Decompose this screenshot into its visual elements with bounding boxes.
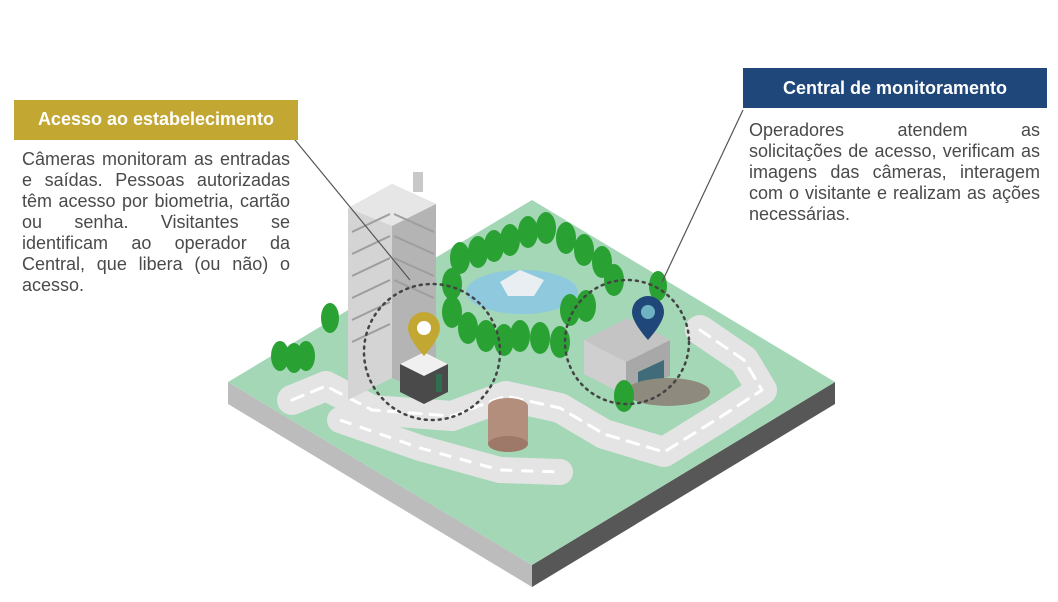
trees bbox=[271, 212, 667, 412]
access-title-label: Acesso ao estabelecimento bbox=[14, 100, 298, 140]
gatehouse-roof bbox=[400, 352, 448, 376]
tower-left-face bbox=[348, 184, 392, 400]
road-lower-dash bbox=[339, 418, 561, 474]
tower-roof bbox=[348, 184, 436, 226]
tower-antenna bbox=[413, 172, 423, 192]
ground-side-left bbox=[228, 382, 532, 587]
central-coverage-circle bbox=[563, 278, 691, 406]
central-title-label: Central de monitoramento bbox=[743, 68, 1047, 108]
access-leader-line bbox=[294, 139, 411, 281]
ground-side-right bbox=[532, 382, 835, 587]
central-leader-line bbox=[661, 109, 744, 283]
access-coverage-circle bbox=[362, 282, 502, 422]
silo-bottom bbox=[488, 436, 528, 452]
central-left-face bbox=[584, 340, 626, 396]
map-pin-icon bbox=[408, 312, 440, 356]
access-description: Câmeras monitoram as entradas e saídas. … bbox=[22, 149, 290, 295]
map-pin-icon bbox=[632, 296, 664, 340]
gravel-field bbox=[626, 378, 710, 406]
guard-figure bbox=[436, 374, 442, 392]
lake-rock bbox=[500, 270, 544, 296]
central-description: Operadores atendem as solicitações de ac… bbox=[749, 120, 1040, 224]
tower-windows bbox=[351, 213, 435, 343]
road-shoulder bbox=[290, 328, 764, 454]
